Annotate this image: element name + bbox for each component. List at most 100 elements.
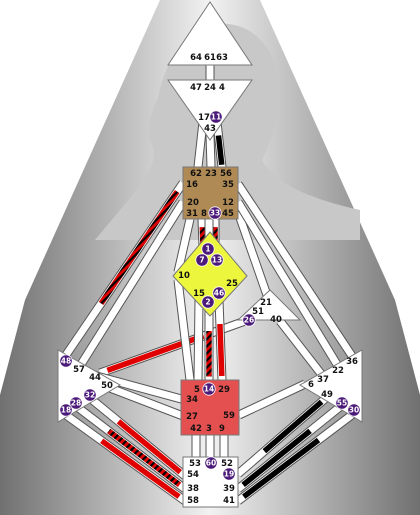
gate-4-label: 4 — [219, 83, 225, 93]
gate-52-label: 52 — [221, 459, 233, 469]
gate-36-label: 36 — [346, 357, 358, 367]
gate-41-label: 41 — [223, 496, 235, 506]
gate-6-label: 6 — [308, 380, 314, 390]
gate-16-label: 16 — [186, 180, 198, 190]
gate-46-label: 46 — [214, 289, 224, 298]
gate-1-badge[interactable]: 1 — [201, 242, 215, 256]
channel-12-22[interactable] — [234, 199, 342, 369]
gate-43-label: 43 — [204, 124, 216, 134]
gate-32-label: 32 — [85, 391, 95, 400]
channel-19-49[interactable] — [235, 394, 329, 478]
gate-30-badge[interactable]: 30 — [347, 403, 361, 417]
gate-1-label: 1 — [205, 245, 210, 254]
channel-layer — [62, 65, 356, 505]
channel-10-20[interactable] — [173, 218, 195, 273]
gate-25-label: 25 — [226, 279, 238, 289]
gate-49-label: 49 — [321, 390, 333, 400]
gate-18-badge[interactable]: 18 — [59, 403, 73, 417]
gate-29-label: 29 — [218, 385, 230, 395]
gate-17-label: 17 — [198, 113, 210, 123]
channel-50-27[interactable] — [108, 383, 185, 421]
channel-32-54[interactable] — [87, 394, 188, 480]
gate-60-label: 60 — [206, 459, 216, 468]
channel-55-39[interactable] — [235, 402, 344, 493]
ajna-center[interactable] — [167, 79, 253, 141]
gate-48-badge[interactable]: 48 — [59, 354, 73, 368]
gate-58-label: 58 — [187, 496, 199, 506]
gate-55-badge[interactable]: 55 — [335, 396, 349, 410]
heart-center[interactable] — [236, 289, 302, 321]
gate-63-label: 63 — [216, 53, 228, 63]
gate-7-badge[interactable]: 7 — [195, 253, 209, 267]
gate-47-label: 47 — [190, 83, 202, 93]
channel-59-6[interactable] — [237, 379, 307, 420]
gate-18-label: 18 — [61, 406, 71, 415]
gate-56-label: 56 — [220, 169, 232, 179]
gate-44-label: 44 — [89, 373, 101, 383]
gate-23-label: 23 — [205, 169, 217, 179]
gate-2-badge[interactable]: 2 — [201, 295, 215, 309]
channel-40-37[interactable] — [276, 318, 326, 378]
gate-15-label: 15 — [193, 289, 205, 299]
gate-28-label: 28 — [71, 399, 81, 408]
gate-14-label: 14 — [204, 385, 214, 394]
gate-30-label: 30 — [349, 406, 359, 415]
gate-45-label: 45 — [222, 209, 234, 219]
gate-38-label: 38 — [187, 484, 199, 494]
gate-10-label: 10 — [178, 271, 190, 281]
channel-48-16[interactable] — [62, 180, 187, 358]
channel-21-45[interactable] — [233, 210, 273, 300]
gate-59-label: 59 — [223, 411, 235, 421]
gate-51-label: 51 — [252, 307, 264, 317]
channel-10-34[interactable] — [173, 279, 195, 381]
gate-61-label: 61 — [204, 53, 216, 63]
channel-57-20[interactable] — [76, 199, 187, 369]
gate-21-label: 21 — [260, 298, 272, 308]
gate-7-label: 7 — [199, 256, 204, 265]
gate-14-badge[interactable]: 14 — [202, 382, 216, 396]
gate-28-badge[interactable]: 28 — [69, 396, 83, 410]
gate-55-label: 55 — [337, 399, 347, 408]
channel-35-36[interactable] — [234, 181, 356, 359]
gate-2-label: 2 — [205, 298, 210, 307]
gate-11-label: 11 — [211, 113, 221, 122]
gate-19-badge[interactable]: 19 — [222, 467, 236, 481]
gate-32-badge[interactable]: 32 — [83, 388, 97, 402]
gate-19-label: 19 — [224, 470, 234, 479]
gate-60-badge[interactable]: 60 — [204, 456, 218, 470]
gate-26-label: 26 — [244, 316, 254, 325]
gate-64-label: 64 — [190, 53, 202, 63]
gate-46-badge[interactable]: 46 — [212, 286, 226, 300]
gate-35-label: 35 — [222, 180, 234, 190]
g-center[interactable] — [172, 231, 248, 317]
gate-62-label: 62 — [190, 169, 202, 179]
gate-12-label: 12 — [222, 198, 234, 208]
channel-18-58[interactable] — [63, 411, 188, 505]
gate-26-badge[interactable]: 26 — [242, 313, 256, 327]
gate-57-label: 57 — [73, 365, 85, 375]
head-silhouette — [95, 23, 360, 240]
gate-50-label: 50 — [101, 381, 113, 391]
gate-3-label: 3 — [206, 424, 212, 434]
gate-40-label: 40 — [270, 315, 282, 325]
channel-28-38[interactable] — [73, 402, 188, 493]
gate-5-label: 5 — [194, 385, 200, 395]
channel-30-41[interactable] — [235, 410, 356, 505]
gate-39-label: 39 — [223, 484, 235, 494]
gate-53-label: 53 — [189, 459, 201, 469]
channel-15-5[interactable] — [193, 299, 204, 381]
gate-31-label: 31 — [186, 209, 198, 219]
gate-33-label: 33 — [210, 209, 220, 218]
channel-46-29[interactable] — [214, 299, 227, 381]
gate-34-label: 34 — [186, 395, 198, 405]
gate-42-label: 42 — [190, 424, 202, 434]
head-center[interactable] — [167, 1, 253, 66]
gate-48-label: 48 — [61, 357, 71, 366]
gate-54-label: 54 — [187, 470, 199, 480]
gate-33-badge[interactable]: 33 — [208, 206, 222, 220]
gate-13-badge[interactable]: 13 — [210, 253, 224, 267]
gate-13-label: 13 — [212, 256, 222, 265]
gate-11-badge[interactable]: 11 — [209, 110, 223, 124]
